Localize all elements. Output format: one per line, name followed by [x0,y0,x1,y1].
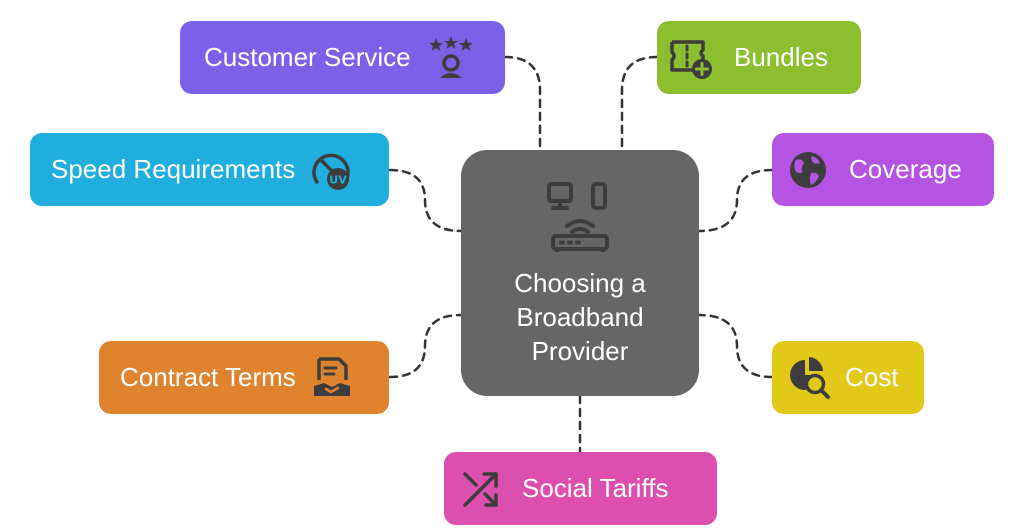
contract-terms-node: Contract Terms [99,341,389,414]
customer-service-node: Customer Service [180,21,505,94]
connector-coverage [697,168,774,233]
cost-node: Cost [772,341,924,414]
center-title: Choosing a Broadband Provider [514,268,646,366]
shuffle-arrows-icon [459,467,503,511]
connector-speed-requirements [388,168,463,233]
connector-contract-terms [388,313,463,379]
social-tariffs-label: Social Tariffs [522,473,669,503]
connector-cost [697,313,774,379]
center-node: Choosing a Broadband Provider [461,150,699,396]
customer-service-label: Customer Service [204,42,411,72]
bundles-label: Bundles [734,42,828,72]
connector-bundles [620,55,659,152]
coverage-node: Coverage [772,133,994,206]
globe-icon [786,148,830,192]
cost-label: Cost [845,362,899,392]
speed-requirements-node: Speed Requirements UV [30,133,389,206]
speedometer-icon: UV [309,148,353,192]
coverage-label: Coverage [849,154,962,184]
connector-customer-service [503,55,542,152]
bundles-node: Bundles [657,21,861,94]
star-rating-icon [428,35,473,80]
router-icon [547,182,609,252]
speed-requirements-label: Speed Requirements [51,154,296,184]
contract-terms-label: Contract Terms [120,362,296,392]
contract-handshake-icon [310,356,354,400]
social-tariffs-node: Social Tariffs [444,452,717,525]
svg-text:UV: UV [330,173,348,186]
ticket-plus-icon [669,36,713,80]
pie-search-icon [787,356,831,400]
